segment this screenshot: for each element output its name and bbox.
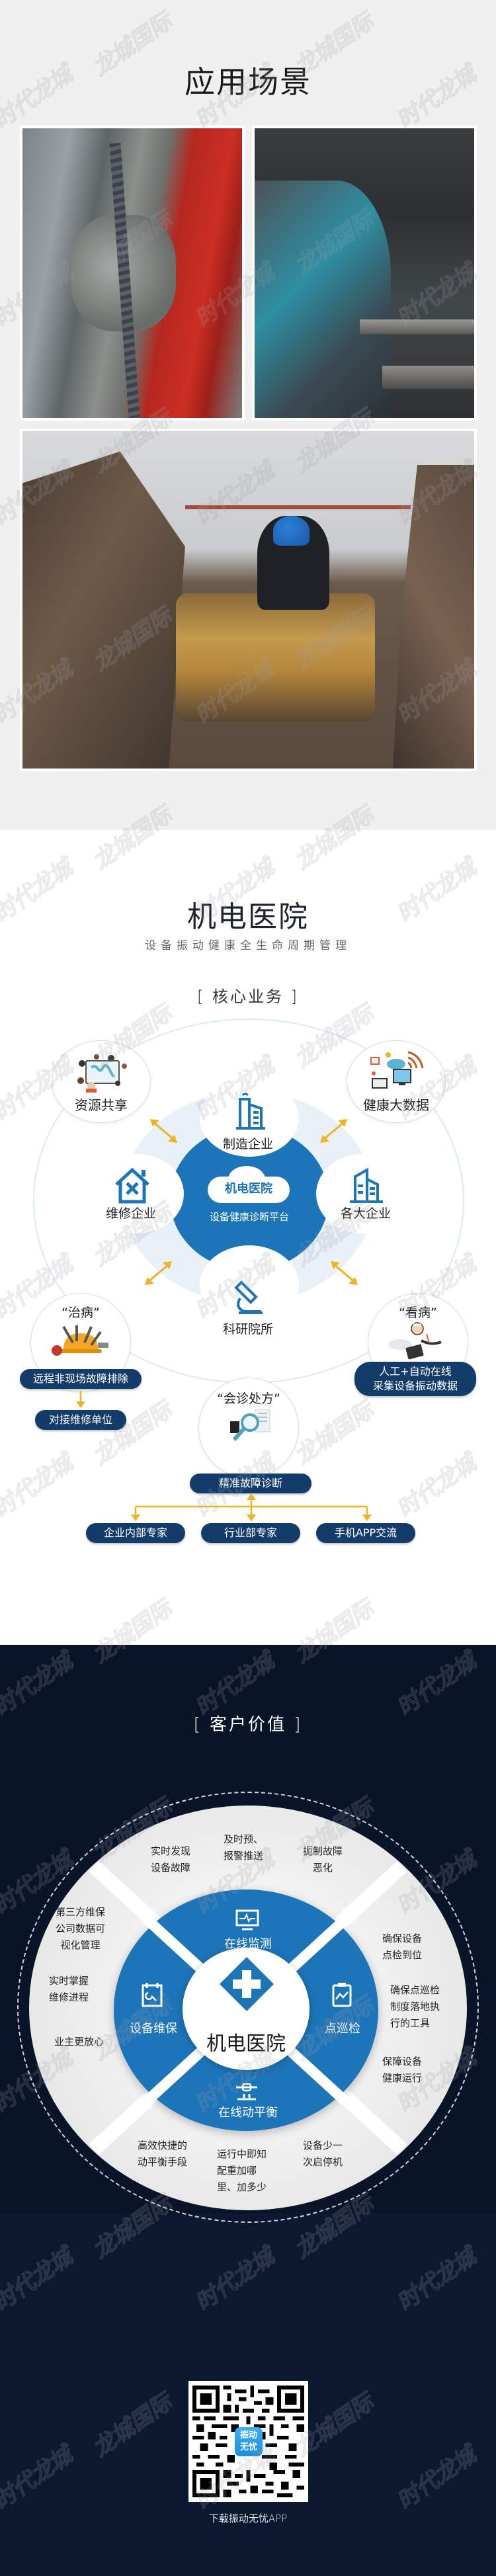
value-text-top-2: 及时预、 报警推送	[224, 1833, 264, 1862]
factory-icon	[236, 1093, 265, 1130]
arrow-down-icon	[76, 1391, 85, 1408]
doctor-tablet-icon	[388, 1322, 442, 1360]
value-text-bottom-2: 运行中即知 配重加哪 里、加多少	[217, 2148, 267, 2193]
value-text-right-2: 确保点巡检 制度落地执 行的工具	[390, 1984, 440, 2029]
bubble-label-health-big-data: 健康大数据	[363, 1097, 429, 1113]
pill-diagnosis: 精准故障诊断	[190, 1474, 311, 1493]
qr-caption: 下载振动无忧APP	[208, 2513, 288, 2524]
platform-label: 设备健康诊断平台	[209, 1211, 289, 1223]
value-text-left-3: 业主更放心	[54, 2036, 104, 2048]
photo-sensor-on-blue-housing	[255, 128, 474, 418]
node-label-enterprises: 各大企业	[340, 1206, 391, 1221]
photo-frame-2	[252, 126, 477, 421]
photo-worker-on-fan-motor	[22, 431, 474, 769]
value-text-top-3: 扼制故障 恶化	[303, 1845, 343, 1874]
quadrant-label-inspection: 点巡检	[325, 2022, 360, 2036]
office-building-icon	[350, 1167, 383, 1203]
hospital-core-business-section: 机电医院 设备振动健康全生命周期管理 [ 核心业务 ] 机电医院 设备健康诊断平…	[0, 830, 496, 1645]
bubble-label-cure: “治病”	[62, 1306, 100, 1320]
tools-helmet-icon	[52, 1325, 108, 1356]
pill-expert-internal: 企业内部专家	[86, 1523, 185, 1543]
big-data-devices-icon	[370, 1051, 424, 1089]
node-label-repair: 维修企业	[105, 1206, 156, 1221]
photo-frame-1	[20, 126, 245, 421]
arrow-double-bottom-left-icon	[145, 1261, 172, 1285]
hospital-title: 机电医院	[187, 900, 309, 934]
pill-collect-line2: 采集设备振动数据	[372, 1380, 458, 1392]
quadrant-label-maintenance: 设备维保	[130, 2022, 177, 2036]
application-scene-section: 应用场景	[0, 0, 496, 830]
bubble-label-diagnose: “看病”	[399, 1306, 437, 1320]
center-label: 机电医院	[206, 2032, 286, 2056]
value-text-right-3: 保障设备 健康运行	[382, 2056, 423, 2084]
arrow-double-top-right-icon	[320, 1119, 347, 1143]
cloud-puff	[228, 1166, 265, 1192]
clipboard-chart-icon	[332, 1983, 352, 2007]
value-text-top-1: 实时发现 设备故障	[151, 1845, 191, 1874]
value-text-left-1: 第三方维保 公司数据可 视化管理	[56, 1906, 106, 1951]
monitor-pulse-icon	[235, 1909, 259, 1931]
node-label-research: 科研院所	[222, 1322, 273, 1337]
cloud-title: 机电医院	[225, 1182, 272, 1196]
bubble-label-resource-sharing: 资源共享	[75, 1097, 128, 1113]
arrow-double-bottom-right-icon	[331, 1261, 358, 1285]
expert-connector-lines	[131, 1493, 372, 1521]
balance-shaft-icon	[236, 2083, 257, 2100]
arrow-double-top-left-icon	[150, 1119, 177, 1143]
people-world-map-icon	[77, 1054, 127, 1093]
app-download-qr-code[interactable]: 振动 无忧	[188, 2381, 308, 2502]
app-logo-badge: 振动 无忧	[235, 2427, 263, 2456]
photo-bearing-sensor-red-wheel	[22, 128, 242, 418]
pill-collect-data: 人工+自动在线 采集设备振动数据	[354, 1362, 476, 1396]
value-text-bottom-3: 设备少一 次启停机	[303, 2140, 343, 2168]
pill-connect-repair: 对接维修单位	[35, 1410, 126, 1430]
pill-remote-fix: 远程非现场故障排除	[20, 1369, 142, 1389]
customer-value-label: [ 客户价值 ]	[193, 1715, 303, 1735]
magnifier-documents-icon	[230, 1409, 270, 1441]
photo-frame-3	[20, 429, 477, 771]
hospital-subtitle: 设备振动健康全生命周期管理	[145, 939, 351, 952]
quadrant-label-online-balancing: 在线动平衡	[218, 2106, 278, 2120]
bubble-label-consult: “会诊处方”	[217, 1392, 280, 1406]
calendar-wrench-icon	[142, 1983, 163, 2007]
customer-value-section: [ 客户价值 ] 机电医院 在线监测 点巡检 在线动平衡 设备维保	[0, 1645, 496, 2576]
value-text-left-2: 实时掌握 维修进程	[49, 1975, 89, 2003]
dashed-outer-ring	[17, 1792, 479, 2223]
value-text-right-1: 确保设备 点检到位	[382, 1932, 423, 1961]
quadrant-label-online-monitoring: 在线监测	[224, 1937, 272, 1951]
repair-house-icon	[115, 1167, 149, 1204]
pill-expert-industry: 行业部专家	[201, 1523, 300, 1543]
core-business-label: [ 核心业务 ]	[197, 987, 299, 1006]
microscope-icon	[234, 1280, 263, 1314]
pill-expert-app: 手机APP交流	[316, 1523, 415, 1543]
value-text-bottom-1: 高效快捷的 动平衡手段	[138, 2140, 188, 2168]
medical-cross-diamond-icon	[220, 1957, 274, 2011]
pill-collect-line1: 人工+自动在线	[379, 1365, 452, 1378]
node-label-manufacturing: 制造企业	[222, 1137, 273, 1151]
scene-title: 应用场景	[185, 64, 311, 100]
